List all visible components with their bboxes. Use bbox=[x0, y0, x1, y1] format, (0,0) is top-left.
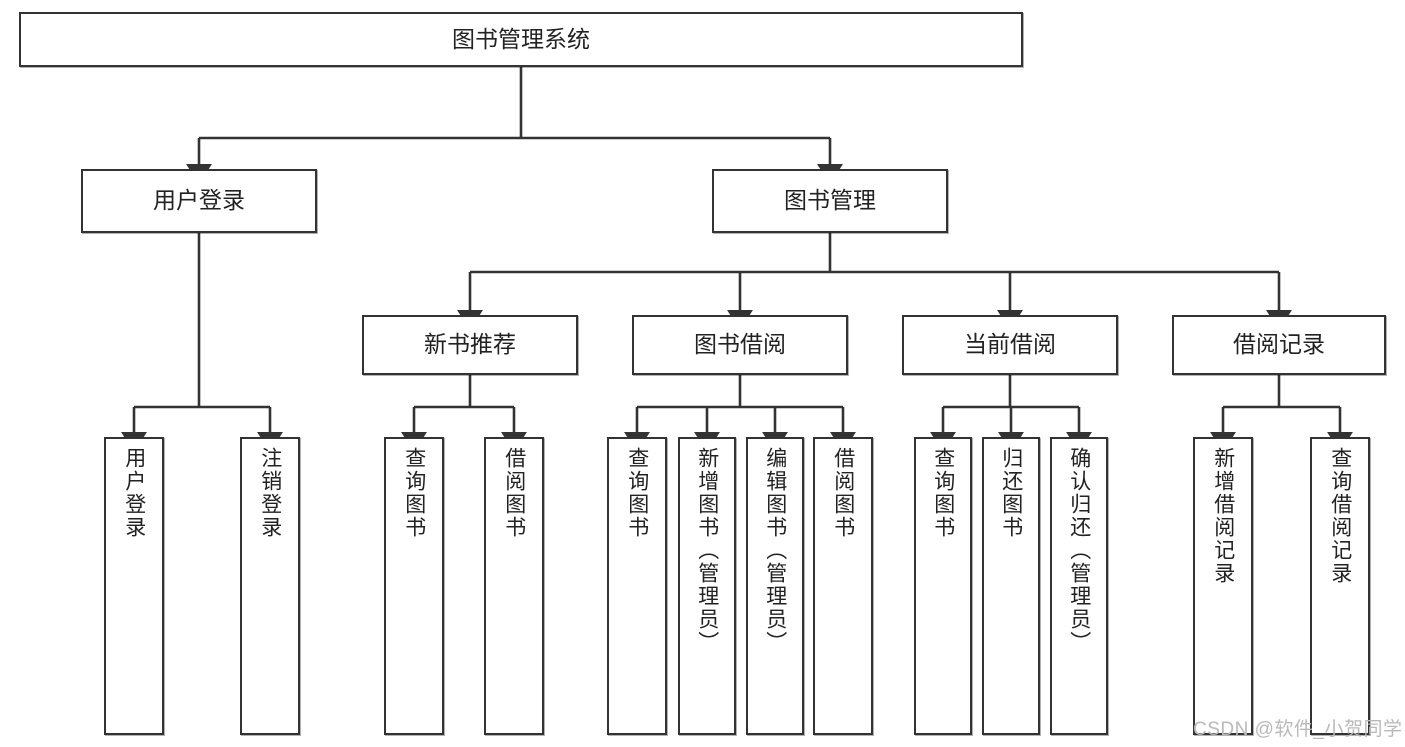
node-leaf-bb-add[interactable]: 新增图书（管理员） bbox=[678, 437, 736, 735]
node-label-leaf-user-login: 用户登录 bbox=[122, 447, 146, 539]
node-book-borrow[interactable]: 图书借阅 bbox=[632, 315, 848, 375]
node-new-book-rec[interactable]: 新书推荐 bbox=[362, 315, 578, 375]
node-book-manage[interactable]: 图书管理 bbox=[712, 169, 948, 233]
node-leaf-bb-borrow[interactable]: 借阅图书 bbox=[813, 437, 873, 735]
node-label-root: 图书管理系统 bbox=[452, 25, 590, 52]
node-label-leaf-bb-query: 查询图书 bbox=[625, 447, 649, 539]
node-label-leaf-br-query: 查询借阅记录 bbox=[1328, 447, 1352, 585]
node-label-borrow-record: 借阅记录 bbox=[1233, 331, 1325, 358]
node-label-leaf-bb-edit: 编辑图书（管理员） bbox=[763, 447, 787, 654]
node-label-leaf-cb-query: 查询图书 bbox=[931, 447, 955, 539]
node-label-current-borrow: 当前借阅 bbox=[964, 331, 1056, 358]
node-label-leaf-bb-borrow: 借阅图书 bbox=[831, 447, 855, 539]
node-leaf-nbr-query[interactable]: 查询图书 bbox=[384, 437, 444, 735]
node-leaf-bb-query[interactable]: 查询图书 bbox=[607, 437, 667, 735]
tree-connectors bbox=[121, 67, 1353, 453]
node-current-borrow[interactable]: 当前借阅 bbox=[902, 315, 1118, 375]
node-label-leaf-logout: 注销登录 bbox=[258, 447, 282, 539]
node-leaf-logout[interactable]: 注销登录 bbox=[240, 437, 300, 735]
node-leaf-cb-query[interactable]: 查询图书 bbox=[914, 437, 972, 735]
node-label-leaf-nbr-borrow: 借阅图书 bbox=[502, 447, 526, 539]
node-user-login[interactable]: 用户登录 bbox=[81, 169, 317, 233]
node-leaf-bb-edit[interactable]: 编辑图书（管理员） bbox=[746, 437, 804, 735]
node-leaf-cb-return[interactable]: 归还图书 bbox=[982, 437, 1040, 735]
node-leaf-br-add[interactable]: 新增借阅记录 bbox=[1193, 437, 1253, 735]
node-label-leaf-cb-confirm: 确认归还（管理员） bbox=[1067, 447, 1091, 654]
node-label-new-book-rec: 新书推荐 bbox=[424, 331, 516, 358]
node-label-book-manage: 图书管理 bbox=[784, 187, 876, 214]
node-label-book-borrow: 图书借阅 bbox=[694, 331, 786, 358]
watermark-label: CSDN @软件_小贺同学 bbox=[1193, 719, 1403, 740]
node-leaf-cb-confirm[interactable]: 确认归还（管理员） bbox=[1050, 437, 1108, 735]
node-label-leaf-cb-return: 归还图书 bbox=[999, 447, 1023, 539]
node-label-leaf-nbr-query: 查询图书 bbox=[402, 447, 426, 539]
node-leaf-user-login[interactable]: 用户登录 bbox=[104, 437, 164, 735]
node-label-leaf-bb-add: 新增图书（管理员） bbox=[695, 447, 719, 654]
node-leaf-br-query[interactable]: 查询借阅记录 bbox=[1310, 437, 1370, 735]
node-label-leaf-br-add: 新增借阅记录 bbox=[1211, 447, 1235, 585]
node-borrow-record[interactable]: 借阅记录 bbox=[1172, 315, 1386, 375]
node-leaf-nbr-borrow[interactable]: 借阅图书 bbox=[484, 437, 544, 735]
node-root[interactable]: 图书管理系统 bbox=[19, 12, 1023, 67]
node-label-user-login: 用户登录 bbox=[153, 187, 245, 214]
